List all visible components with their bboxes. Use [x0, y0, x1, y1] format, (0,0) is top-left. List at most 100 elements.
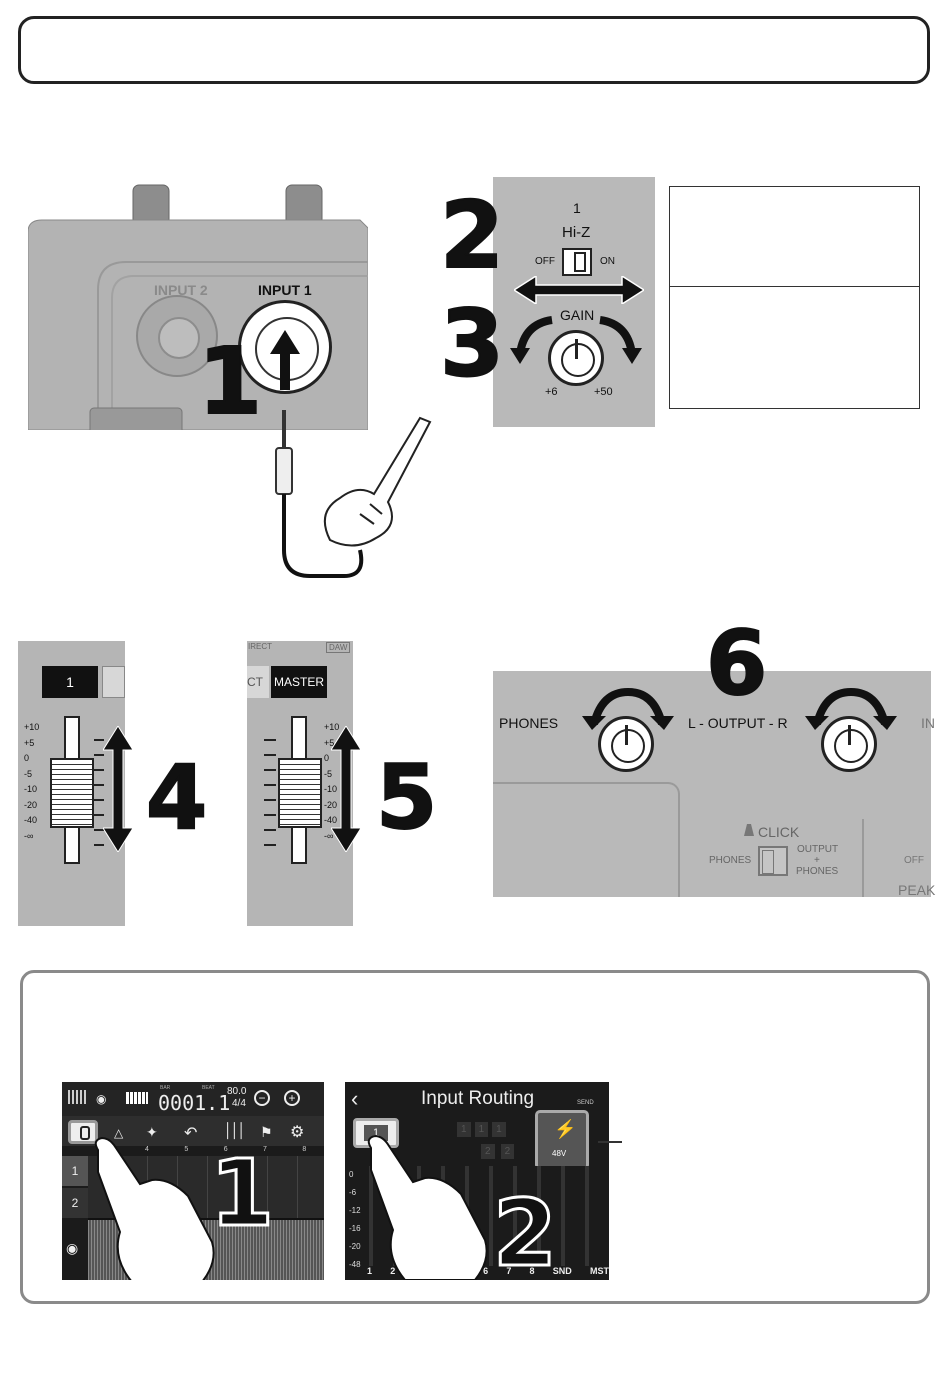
click-output-label: OUTPUT [797, 844, 839, 855]
channel-1-button-label: 1 [66, 674, 74, 690]
scale-tick: -40 [324, 815, 338, 825]
dim-button[interactable]: 2 [500, 1144, 515, 1159]
channel-label: MST [589, 1266, 609, 1276]
db-tick: -16 [349, 1224, 361, 1233]
hiz-channel-number: 1 [573, 200, 581, 216]
scale-tick: +10 [24, 722, 40, 732]
ruler-tick: 6 [223, 1146, 228, 1153]
note-box-lower [669, 286, 920, 409]
zoom-in-icon[interactable]: + [284, 1090, 300, 1106]
fader-1-scale: +10 +5 0 -5 -10 -20 -40 -∞ [24, 720, 54, 844]
beat-label: BEAT [202, 1085, 215, 1091]
direct-tab-partial: IRECT [248, 642, 272, 651]
channel-label: 6 [483, 1266, 489, 1276]
back-icon[interactable]: ‹ [351, 1086, 359, 1111]
input-button-row: 1 1 1 [457, 1122, 506, 1137]
dim-button-row-2: 2 2 [481, 1144, 515, 1159]
hand-pointer-icon [92, 1132, 222, 1280]
db-scale: 0 -6 -12 -16 -20 -48 [349, 1166, 361, 1274]
dim-button[interactable]: 1 [474, 1122, 489, 1137]
hiz-switch[interactable] [562, 248, 592, 276]
step-6-number: 6 [705, 612, 768, 715]
screen-title: Input Routing [421, 1088, 535, 1109]
metronome-icon [744, 824, 754, 836]
keyboard-icon[interactable] [126, 1092, 148, 1104]
scale-tick: -5 [24, 768, 33, 779]
click-phones-label: PHONES [709, 855, 752, 866]
marker-icon[interactable]: ⚑ [260, 1124, 273, 1140]
guitar-cable-icon [270, 400, 450, 585]
phones-knob[interactable] [598, 716, 654, 772]
hiz-off-label: OFF [535, 256, 555, 267]
settings-icon[interactable]: ⚙ [290, 1124, 305, 1141]
off-label: OFF [904, 855, 924, 866]
rotate-arrows-icon [805, 684, 897, 735]
undo-icon[interactable]: ↶ [184, 1125, 198, 1142]
fader-1-ticks [94, 726, 104, 856]
touchscreen-input-routing: ‹ Input Routing SEND 1 1 1 1 2 2 ⚡ 48V 0… [345, 1082, 609, 1280]
click-label: CLICK [758, 824, 800, 840]
click-plus-label: + [814, 855, 820, 866]
click-switch[interactable] [758, 846, 788, 876]
scale-tick: -10 [24, 784, 38, 794]
send-label: SEND [577, 1100, 594, 1106]
dim-button[interactable]: 1 [457, 1122, 471, 1137]
ruler-tick: 8 [302, 1146, 307, 1153]
adjacent-channel-button [102, 666, 125, 698]
peak-label: PEAK [898, 882, 936, 898]
input1-label: INPUT 1 [258, 282, 312, 298]
mixer-icon[interactable]: │││ [224, 1122, 246, 1138]
track-2-header[interactable]: 2 [62, 1188, 88, 1218]
click-phones2-label: PHONES [796, 866, 839, 877]
gain-knob[interactable] [548, 330, 604, 386]
output-knob[interactable] [821, 716, 877, 772]
signature-value: 4/4 [232, 1098, 246, 1109]
channel-label: 8 [529, 1266, 535, 1276]
step-3-number: 3 [439, 290, 505, 397]
scale-tick: -∞ [324, 830, 334, 841]
metronome-icon[interactable]: △ [114, 1126, 124, 1140]
hiz-on-label: ON [600, 256, 615, 267]
position-counter: 0001.1 [158, 1091, 231, 1115]
rotate-arrows-icon [510, 314, 642, 369]
dim-button[interactable]: 2 [481, 1144, 495, 1159]
step-2-screen-number: 2 [491, 1180, 558, 1280]
fader-master-scale: +10 +5 0 -5 -10 -20 -40 -∞ [324, 720, 354, 844]
drum-icon[interactable]: ◉ [96, 1092, 107, 1106]
note-box-upper [669, 186, 920, 287]
scale-tick: -10 [324, 784, 338, 794]
channel-label: 1 [367, 1266, 373, 1276]
zoom-out-icon[interactable]: − [254, 1090, 270, 1106]
channel-label: SND [552, 1266, 572, 1276]
tempo-value: 80.0 [227, 1086, 247, 1097]
fader-1-knob[interactable] [50, 758, 94, 828]
step-4-number: 4 [145, 746, 208, 849]
channel-1-button[interactable]: 1 [42, 666, 98, 698]
lightning-icon: ⚡ [554, 1119, 577, 1139]
fader-master-ticks [264, 726, 276, 856]
scale-tick: +10 [324, 722, 340, 732]
mic-icon[interactable] [68, 1120, 98, 1144]
tools-icon[interactable]: ✦ [146, 1124, 158, 1140]
master-button[interactable]: MASTER [271, 666, 327, 698]
meter-icon[interactable] [68, 1090, 88, 1104]
scale-tick: 0 [324, 753, 330, 763]
phones-label: PHONES [499, 715, 559, 731]
hand-pointer-icon [365, 1130, 495, 1280]
db-tick: 0 [349, 1170, 354, 1179]
track-1-header[interactable]: 1 [62, 1156, 88, 1186]
scale-tick: +5 [24, 737, 35, 748]
db-tick: -20 [349, 1242, 361, 1251]
step-1-screen-number: 1 [208, 1140, 275, 1247]
dim-button[interactable]: 1 [492, 1122, 506, 1137]
ruler-tick: 5 [184, 1146, 189, 1153]
edge-input-label: IN [921, 715, 935, 731]
fader-master-knob[interactable] [278, 758, 322, 828]
vertical-arrow-icon [330, 725, 362, 857]
master-button-label: MASTER [273, 675, 324, 689]
scale-tick: -40 [24, 815, 38, 825]
track-2-number: 2 [71, 1196, 79, 1210]
scale-tick: +5 [324, 737, 335, 748]
phantom-power-button[interactable]: ⚡ 48V [535, 1110, 589, 1170]
gain-min-label: +6 [545, 386, 558, 398]
